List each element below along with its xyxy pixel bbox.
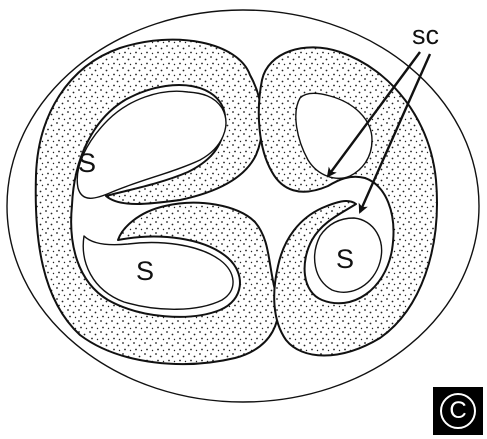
label-sc: sc bbox=[412, 20, 439, 50]
label-s-left-bottom: S bbox=[136, 256, 154, 286]
label-s-left-top: S bbox=[78, 148, 96, 178]
panel-label-badge: C bbox=[433, 387, 483, 435]
right-lobe bbox=[259, 47, 437, 355]
left-lobe bbox=[36, 40, 279, 364]
panel-label: C bbox=[440, 393, 476, 429]
label-s-right: S bbox=[336, 244, 354, 274]
